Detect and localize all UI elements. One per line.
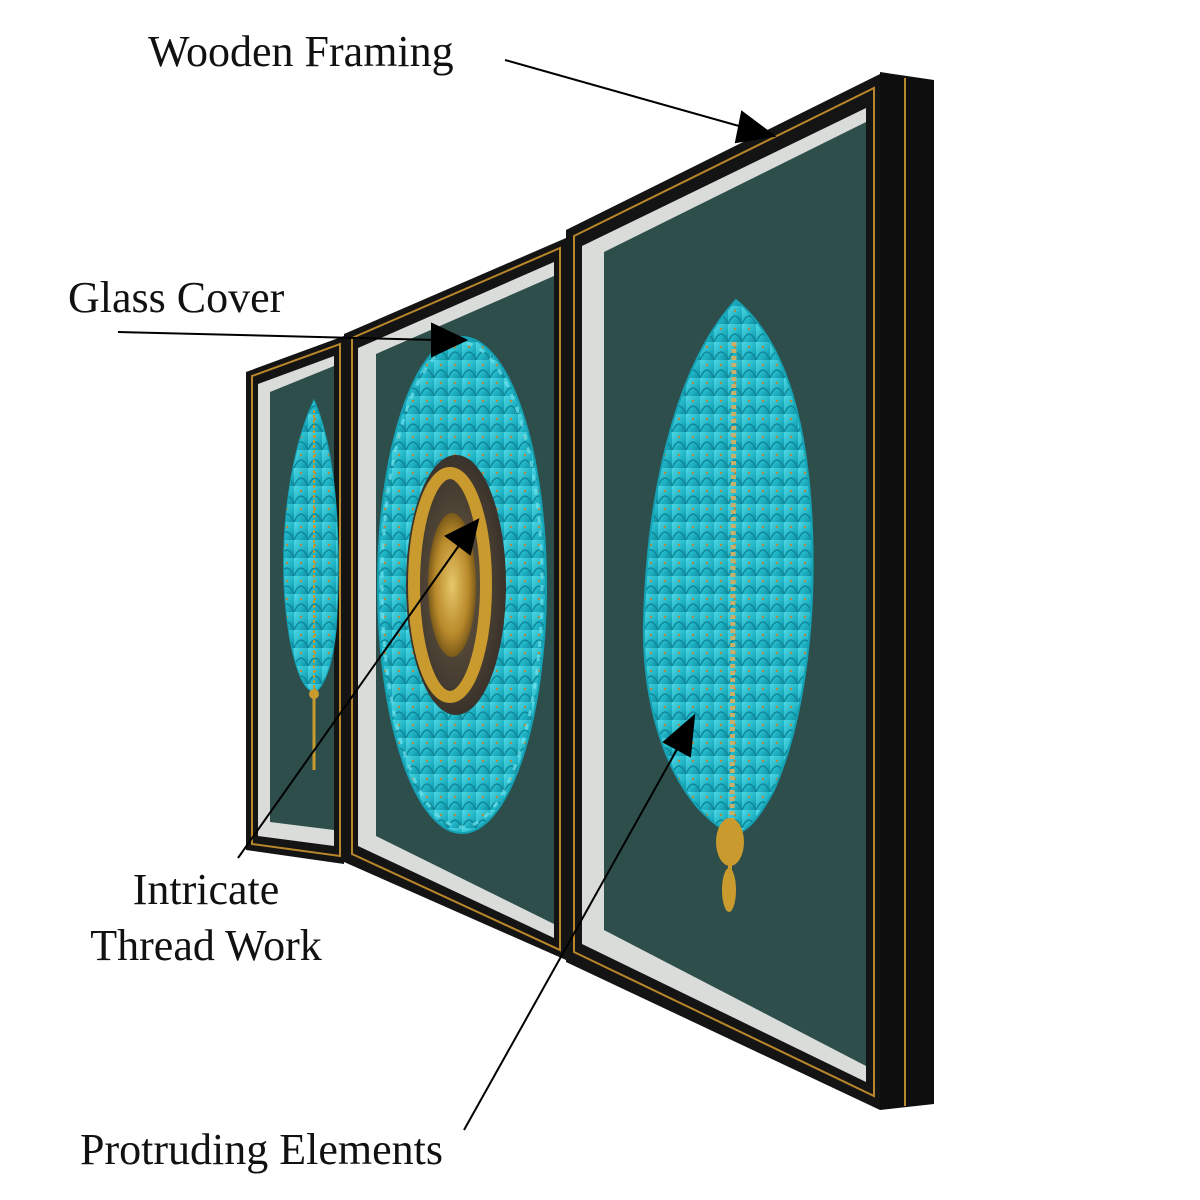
callout-arrows: [117, 59, 777, 1131]
middle-frame-panel: [344, 238, 566, 960]
thread-work-label-line2: Thread Work: [90, 921, 322, 970]
thread-work-arrow: [237, 543, 461, 859]
gold-medallion-ring: [408, 467, 492, 703]
protruding-elements-arrow: [463, 743, 681, 1131]
left-frame-panel: [246, 336, 344, 864]
thread-work-label-line1: Intricate: [132, 865, 280, 914]
protruding-elements-label: Protruding Elements: [80, 1125, 443, 1174]
wooden-framing-arrow: [504, 59, 747, 129]
wooden-framing-label: Wooden Framing: [148, 27, 454, 76]
glass-cover-arrow: [117, 331, 439, 341]
thread-work-label: Intricate Thread Work: [68, 862, 344, 974]
glass-cover-label: Glass Cover: [68, 273, 285, 322]
right-frame-panel: [566, 72, 934, 1110]
